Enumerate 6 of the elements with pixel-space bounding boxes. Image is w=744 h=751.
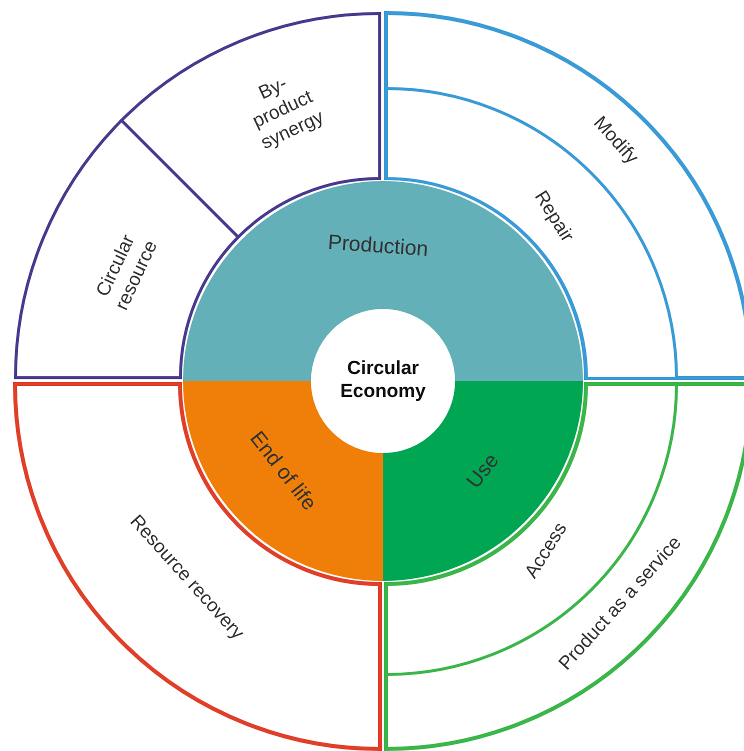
center-circle [311,309,455,453]
segment-label: Use [462,448,505,496]
center-title: Circular Economy [339,358,427,404]
segment-label: Production [326,230,430,263]
outer-ring-segment [14,118,240,380]
inner-ring-segment [183,181,583,381]
